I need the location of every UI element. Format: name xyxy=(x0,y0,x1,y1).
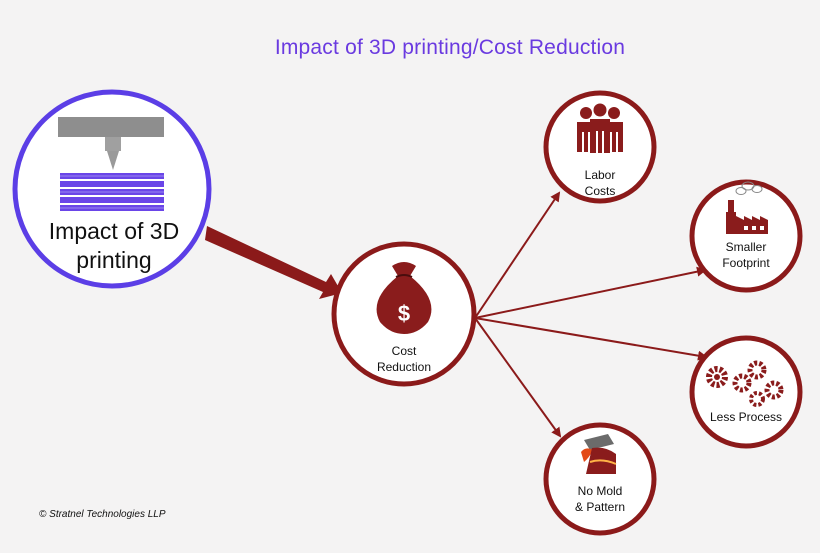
hub-node: $ xyxy=(331,241,477,387)
process-node xyxy=(689,335,803,449)
mold-label: No Mold & Pattern xyxy=(555,483,645,515)
hub-label-line2: Reduction xyxy=(376,360,432,374)
source-label: Impact of 3D printing xyxy=(30,217,198,275)
arrow-to-mold xyxy=(474,317,562,438)
page-title: Impact of 3D printing/Cost Reduction xyxy=(274,36,626,59)
mold-label-line2: & Pattern xyxy=(574,500,626,514)
source-label-line2: printing xyxy=(76,247,152,273)
labor-label-line2: Costs xyxy=(584,184,616,198)
footprint-label-line1: Smaller xyxy=(725,240,767,254)
money-bag-icon: $ xyxy=(376,262,432,334)
branch-arrows xyxy=(474,191,708,438)
gears-icon xyxy=(706,360,784,407)
labor-label-line1: Labor xyxy=(584,168,616,182)
source-node xyxy=(12,89,212,289)
mold-node xyxy=(543,422,657,536)
hub-label-line1: Cost xyxy=(391,344,417,358)
mold-label-line1: No Mold xyxy=(577,484,623,498)
factory-icon xyxy=(726,181,768,234)
mold-icon xyxy=(581,434,617,474)
process-label: Less Process xyxy=(700,409,792,425)
labor-label: Labor Costs xyxy=(560,167,640,199)
source-label-line1: Impact of 3D xyxy=(48,218,180,244)
footprint-node xyxy=(689,179,803,293)
copyright-notice: © Stratnel Technologies LLP xyxy=(39,509,166,520)
arrow-to-footprint xyxy=(474,266,707,319)
footprint-label-line2: Footprint xyxy=(722,256,770,270)
main-arrow xyxy=(205,226,342,299)
labor-node xyxy=(543,90,657,204)
process-label-line1: Less Process xyxy=(709,410,783,424)
hub-label: Cost Reduction xyxy=(354,343,454,375)
3d-printer-icon xyxy=(58,117,164,211)
footprint-label: Smaller Footprint xyxy=(700,239,792,271)
svg-text:$: $ xyxy=(398,301,410,326)
arrow-to-labor xyxy=(474,191,561,319)
arrow-to-process xyxy=(474,317,708,361)
people-icon xyxy=(577,103,623,153)
